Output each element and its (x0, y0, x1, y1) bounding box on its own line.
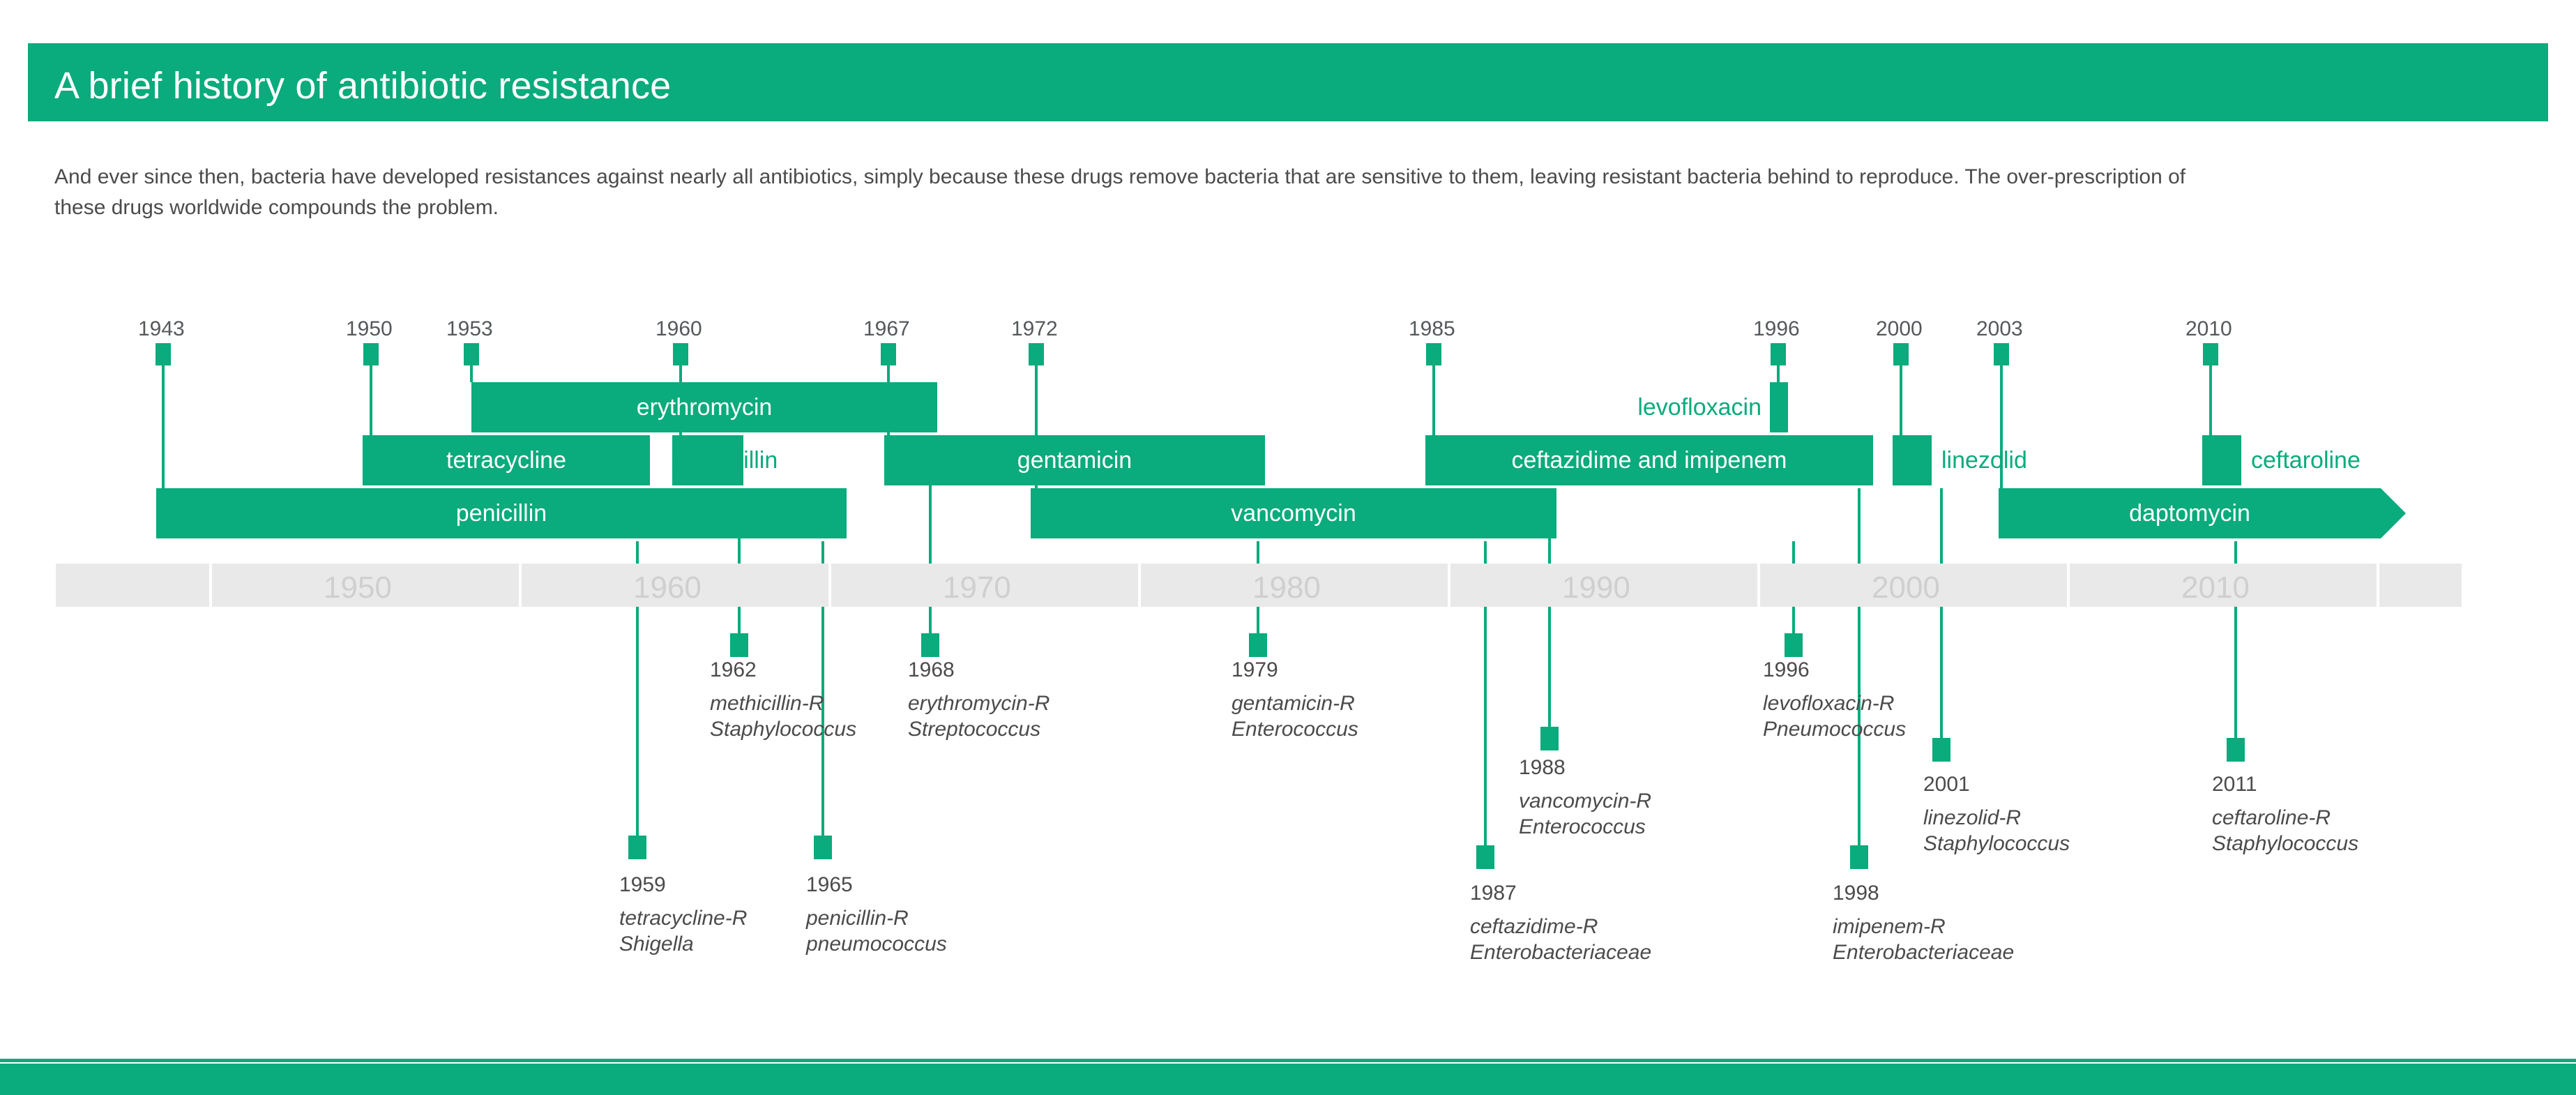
drug-bar-outside-label-levofloxacin: levofloxacin (1637, 393, 1761, 421)
header-bar: A brief history of antibiotic resistance (28, 43, 2548, 121)
drug-bar-tetracycline[interactable]: tetracycline (363, 435, 650, 485)
note-year: 2011 (2212, 773, 2257, 796)
note-organism: pneumococcus (806, 932, 947, 956)
decade-separator (1138, 564, 1141, 607)
note-year: 1998 (1833, 882, 1879, 905)
note-year: 1987 (1470, 882, 1517, 905)
drug-bar-ceftazidime-and-imipenem[interactable]: ceftazidime and imipenem (1425, 435, 1873, 485)
year-label-1950: 1950 (346, 317, 393, 340)
decade-label-1980: 1980 (1252, 571, 1321, 605)
decade-separator (2067, 564, 2070, 607)
decade-label-1960: 1960 (633, 571, 702, 605)
year-label-2010: 2010 (2185, 317, 2232, 340)
resistance-note-2001: 2001 linezolid-R Staphylococcus (1923, 771, 2070, 857)
intro-paragraph: And ever since then, bacteria have devel… (54, 165, 2186, 219)
decade-separator (519, 564, 522, 607)
drug-bar-linezolid[interactable] (1893, 435, 1932, 485)
drug-bar-label: daptomycin (2129, 499, 2250, 527)
year-label-1943: 1943 (138, 317, 185, 340)
decade-label-2000: 2000 (1872, 571, 1940, 605)
drug-bar-label: gentamicin (1017, 446, 1132, 474)
drug-bar-levofloxacin[interactable] (1770, 382, 1788, 432)
note-year: 1965 (806, 873, 853, 896)
year-label-1972: 1972 (1011, 317, 1058, 340)
note-drug: ceftaroline-R (2212, 806, 2331, 829)
decade-separator (1757, 564, 1760, 607)
drug-bar-label: erythromycin (636, 393, 773, 421)
drug-bar-label: vancomycin (1231, 499, 1356, 527)
note-organism: Shigella (619, 932, 694, 956)
drug-bar-label: tetracycline (446, 446, 566, 474)
decade-label-2010: 2010 (2181, 571, 2250, 605)
year-label-1953: 1953 (446, 317, 493, 340)
decade-label-1950: 1950 (324, 571, 392, 605)
note-drug: gentamicin-R (1232, 691, 1355, 715)
year-label-1960: 1960 (656, 317, 702, 340)
decade-separator (1448, 564, 1450, 607)
note-organism: Enterobacteriaceae (1470, 941, 1652, 964)
note-organism: Enterococcus (1232, 718, 1358, 741)
note-drug: linezolid-R (1923, 806, 2022, 829)
note-organism: Streptococcus (908, 718, 1041, 741)
year-label-1985: 1985 (1409, 317, 1455, 340)
note-drug: methicillin-R (710, 691, 824, 715)
drug-bar-label: ceftazidime and imipenem (1511, 446, 1787, 474)
drug-bar-methicillin[interactable] (672, 435, 743, 485)
note-year: 1988 (1519, 756, 1566, 779)
decade-label-1970: 1970 (943, 571, 1011, 605)
note-drug: erythromycin-R (908, 691, 1050, 715)
footer-bar (0, 1064, 2576, 1095)
year-label-2003: 2003 (1976, 317, 2023, 340)
note-organism: Enterococcus (1519, 815, 1646, 838)
resistance-note-1996: 1996 levofloxacin-R Pneumococcus (1763, 657, 1906, 743)
year-label-2000: 2000 (1876, 317, 1923, 340)
note-organism: Enterobacteriaceae (1833, 941, 2015, 964)
note-organism: Staphylococcus (1923, 832, 2070, 855)
resistance-note-2011: 2011 ceftaroline-R Staphylococcus (2212, 771, 2358, 857)
note-drug: tetracycline-R (619, 906, 748, 930)
note-year: 1962 (710, 658, 757, 681)
drug-bar-label: penicillin (455, 499, 547, 527)
note-drug: ceftazidime-R (1470, 914, 1598, 938)
drug-bar-ceftaroline[interactable] (2202, 435, 2241, 485)
drug-bar-vancomycin[interactable]: vancomycin (1031, 488, 1556, 538)
resistance-note-1979: 1979 gentamicin-R Enterococcus (1232, 657, 1358, 743)
note-year: 1996 (1763, 658, 1810, 681)
resistance-note-1987: 1987 ceftazidime-R Enterobacteriaceae (1470, 880, 1651, 966)
note-drug: imipenem-R (1833, 914, 1946, 938)
decade-separator (828, 564, 831, 607)
note-drug: levofloxacin-R (1763, 691, 1895, 715)
decade-separator (2377, 564, 2379, 607)
drug-bar-outside-label-linezolid: linezolid (1941, 446, 2027, 474)
note-organism: Staphylococcus (710, 718, 857, 741)
drug-bar-gentamicin[interactable]: gentamicin (884, 435, 1265, 485)
note-organism: Pneumococcus (1763, 718, 1907, 741)
note-drug: penicillin-R (806, 906, 909, 930)
drug-bar-daptomycin[interactable]: daptomycin (1999, 488, 2406, 538)
drug-bar-penicillin[interactable]: penicillin (156, 488, 847, 538)
year-label-1996: 1996 (1753, 317, 1800, 340)
note-year: 1979 (1232, 658, 1278, 681)
resistance-note-1998: 1998 imipenem-R Enterobacteriaceae (1833, 880, 2014, 966)
drug-bar-outside-label-methicillin: methicillin (674, 446, 778, 474)
note-drug: vancomycin-R (1519, 789, 1652, 813)
drug-bar-outside-label-ceftaroline: ceftaroline (2251, 446, 2361, 474)
resistance-note-1968: 1968 erythromycin-R Streptococcus (908, 657, 1050, 743)
note-organism: Staphylococcus (2212, 832, 2359, 855)
year-label-1967: 1967 (863, 317, 910, 340)
note-year: 2001 (1923, 773, 1970, 796)
note-year: 1968 (908, 658, 955, 681)
footer-rule (0, 1059, 2576, 1062)
decade-separator (209, 564, 212, 607)
resistance-note-1962: 1962 methicillin-R Staphylococcus (710, 657, 856, 743)
note-year: 1959 (619, 873, 666, 896)
drug-bar-erythromycin[interactable]: erythromycin (471, 382, 937, 432)
decade-label-1990: 1990 (1562, 571, 1630, 605)
decade-axis-band (56, 564, 2462, 607)
page-title: A brief history of antibiotic resistance (54, 65, 672, 107)
